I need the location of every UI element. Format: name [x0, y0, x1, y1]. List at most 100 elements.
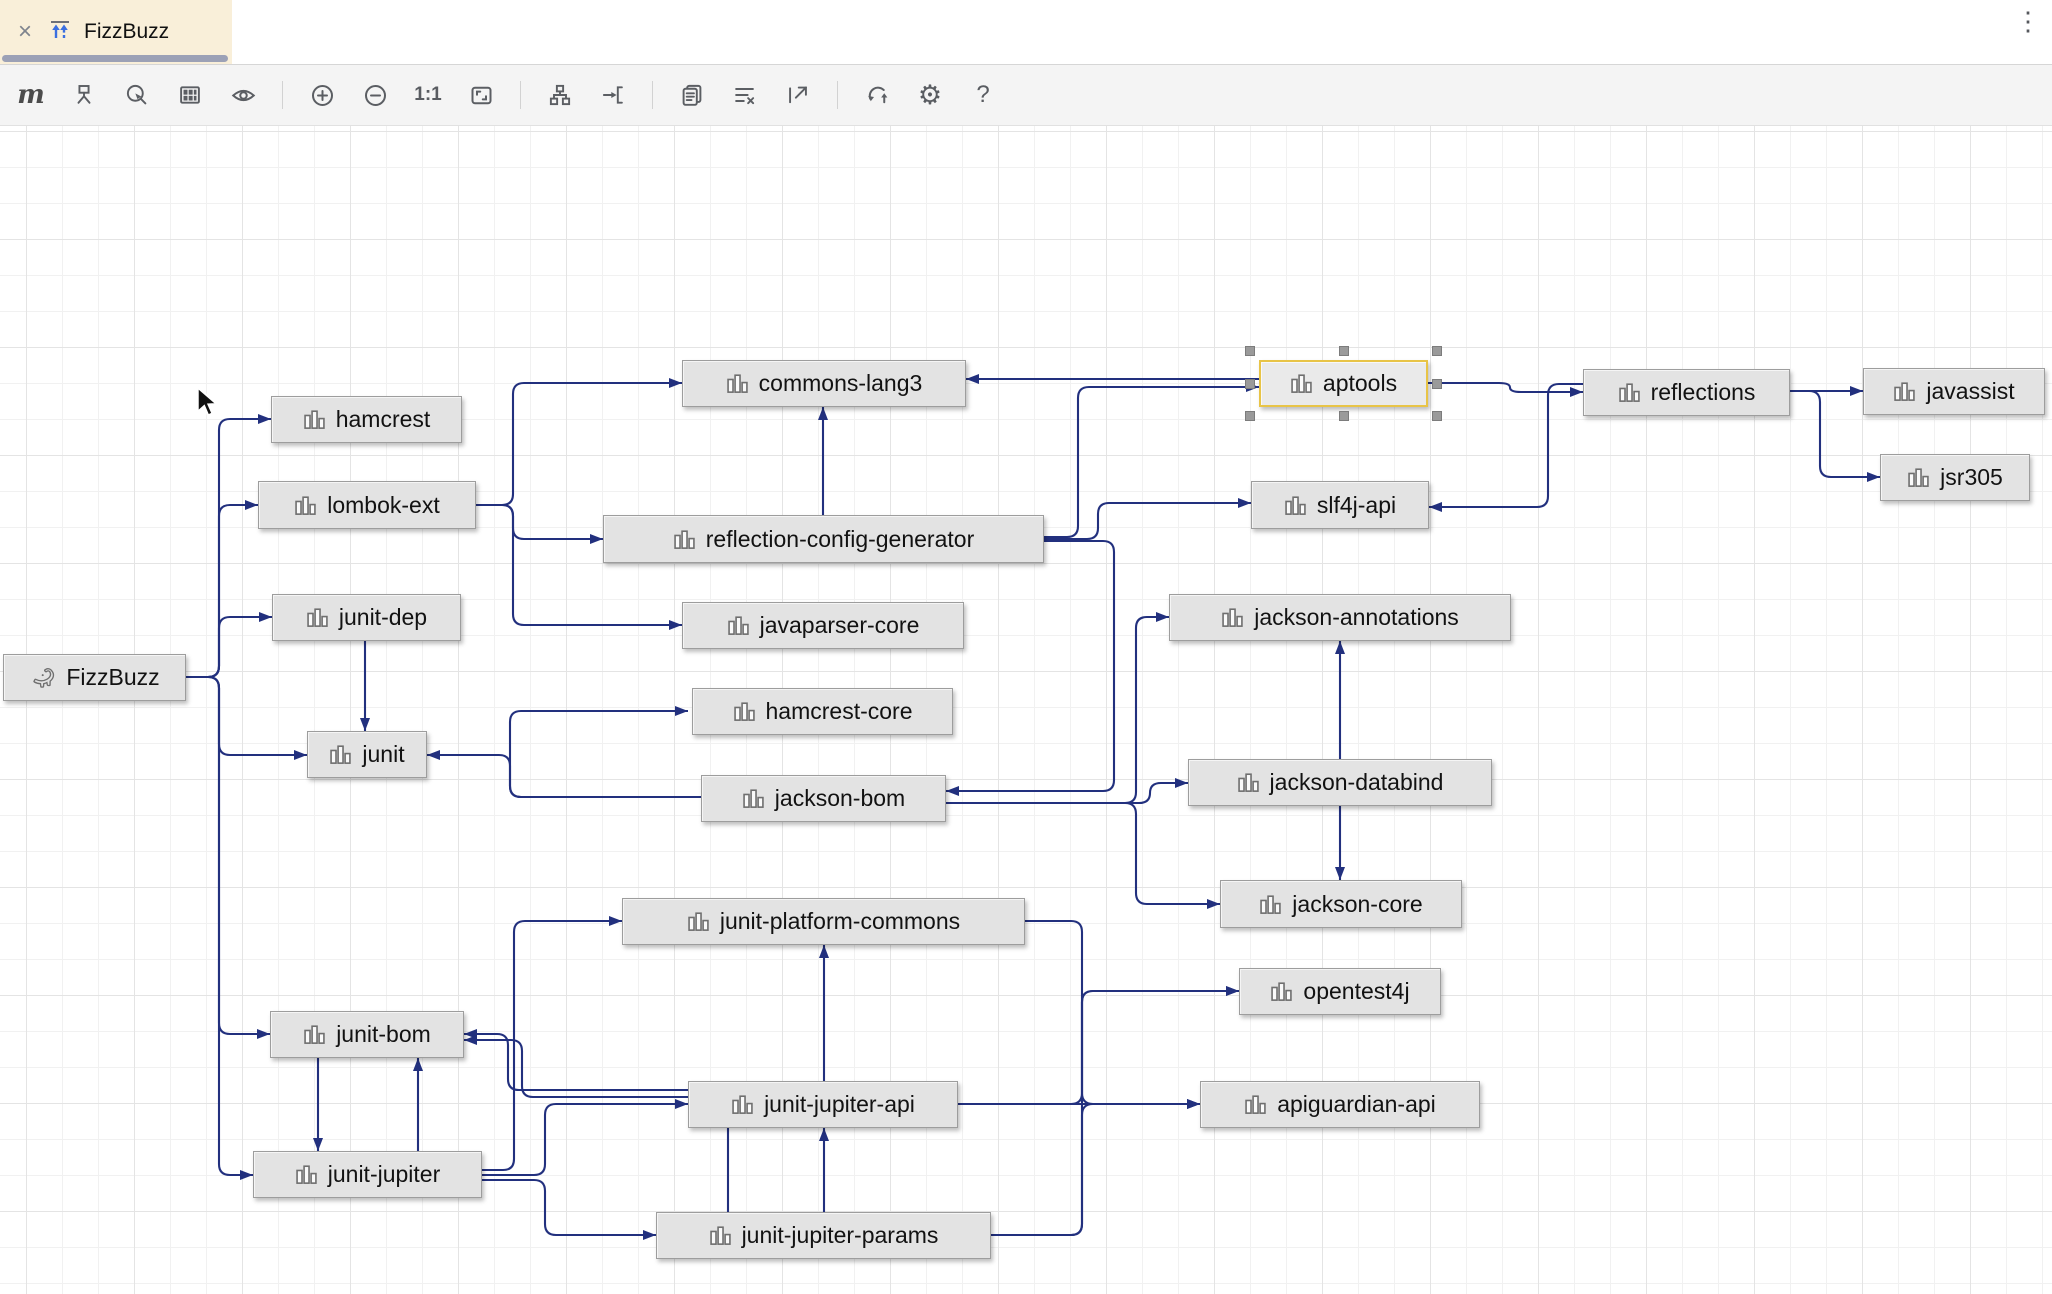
diagram-node-reflections[interactable]: reflections: [1583, 369, 1790, 416]
maven-button[interactable]: m: [10, 74, 52, 116]
arrowhead-icon: [818, 407, 828, 420]
edge-junit-jupiter-junit-jupiter-params: [482, 1178, 656, 1240]
diagram-canvas[interactable]: [0, 126, 2052, 1294]
edge-junit-jupiter-junit-platform-commons: [482, 916, 622, 1172]
show-structure-button[interactable]: [63, 74, 105, 116]
copy-diagram-button[interactable]: [671, 74, 713, 116]
node-label: commons-lang3: [758, 370, 923, 396]
arrowhead-icon: [819, 1128, 829, 1141]
arrowhead-icon: [1335, 867, 1345, 880]
arrowhead-icon: [946, 786, 959, 796]
diagram-node-junit-platform-commons[interactable]: junit-platform-commons: [622, 898, 1025, 945]
diagram-node-jackson-databind[interactable]: jackson-databind: [1188, 759, 1492, 806]
node-label: apiguardian-api: [1277, 1091, 1436, 1117]
node-label: junit-jupiter-params: [741, 1222, 939, 1248]
apply-layout-button[interactable]: [539, 74, 581, 116]
actual-size-button[interactable]: 1:1: [407, 74, 449, 116]
preview-button[interactable]: [222, 74, 264, 116]
diagram-node-slf4j-api[interactable]: slf4j-api: [1251, 481, 1429, 529]
node-label: hamcrest-core: [765, 698, 913, 724]
edge-jackson-databind-jackson-core: [1335, 806, 1345, 880]
diagram-node-junit-jupiter-params[interactable]: junit-jupiter-params: [656, 1212, 991, 1259]
library-icon: [1284, 494, 1307, 517]
toolbar-separator: [652, 81, 653, 109]
diagram-node-reflection-config-generator[interactable]: reflection-config-generator: [603, 515, 1044, 563]
library-icon: [1907, 466, 1930, 489]
edge-jackson-bom-jackson-core: [946, 801, 1220, 909]
arrowhead-icon: [240, 1170, 253, 1180]
edge-junit-jupiter-params-apiguardian-api: [991, 1099, 1200, 1237]
maven-icon: m: [17, 80, 45, 110]
edge-junit-platform-commons-apiguardian-api: [1025, 919, 1200, 1109]
diagram-node-junit-jupiter-api[interactable]: junit-jupiter-api: [688, 1081, 958, 1128]
library-icon: [1244, 1093, 1267, 1116]
settings-button[interactable]: ⚙: [909, 74, 951, 116]
arrowhead-icon: [669, 378, 682, 388]
zoom-out-button[interactable]: [354, 74, 396, 116]
library-icon: [306, 606, 329, 629]
copy-diagram-icon: [680, 83, 704, 107]
edge-junit-jupiter-api-junit-bom: [464, 1029, 688, 1092]
diagram-node-commons-lang3[interactable]: commons-lang3: [682, 360, 966, 407]
selection-handle[interactable]: [1338, 411, 1349, 421]
selection-handle[interactable]: [1245, 378, 1255, 389]
tab-fizzbuzz[interactable]: × FizzBuzz: [0, 0, 232, 64]
edge-reflection-config-generator-slf4j-api: [1044, 498, 1251, 541]
selection-handle[interactable]: [1245, 411, 1255, 421]
selection-handle[interactable]: [1432, 411, 1442, 421]
route-edges-button[interactable]: [592, 74, 634, 116]
show-details-button[interactable]: [724, 74, 766, 116]
arrowhead-icon: [1175, 778, 1188, 788]
diagram-node-junit-bom[interactable]: junit-bom: [270, 1011, 464, 1058]
diagram-node-javassist[interactable]: javassist: [1863, 368, 2045, 415]
diagram-node-apiguardian-api[interactable]: apiguardian-api: [1200, 1081, 1480, 1128]
diagram-node-aptools[interactable]: aptools: [1259, 360, 1428, 407]
node-label: lombok-ext: [327, 491, 440, 518]
node-label: junit-bom: [336, 1021, 431, 1047]
show-grid-button[interactable]: [169, 74, 211, 116]
diagram-node-lombok-ext[interactable]: lombok-ext: [258, 481, 476, 529]
diagram-node-fizzbuzz[interactable]: FizzBuzz: [3, 654, 186, 701]
edge-reflections-jsr305: [1790, 389, 1880, 482]
diagram-node-jackson-bom[interactable]: jackson-bom: [701, 775, 946, 822]
selection-handle[interactable]: [1245, 346, 1255, 356]
zoom-in-icon: [310, 83, 335, 108]
fit-content-button[interactable]: [460, 74, 502, 116]
arrowhead-icon: [413, 1058, 423, 1071]
diagram-node-hamcrest[interactable]: hamcrest: [271, 396, 462, 443]
zoom-in-button[interactable]: [301, 74, 343, 116]
diagram-node-hamcrest-core[interactable]: hamcrest-core: [692, 688, 953, 735]
diagram-node-junit-jupiter[interactable]: junit-jupiter: [253, 1151, 482, 1198]
export-diagram-button[interactable]: [777, 74, 819, 116]
close-icon[interactable]: ×: [17, 18, 32, 45]
actual-size-icon: 1:1: [414, 84, 442, 105]
arrowhead-icon: [1238, 498, 1251, 508]
selection-handle[interactable]: [1338, 346, 1349, 356]
edge-junit-dep-junit: [360, 641, 370, 731]
diagram-node-jackson-annotations[interactable]: jackson-annotations: [1169, 594, 1511, 641]
edge-jackson-bom-jackson-databind: [946, 778, 1188, 805]
zoom-selection-button[interactable]: [116, 74, 158, 116]
arrowhead-icon: [669, 620, 682, 630]
selection-handle[interactable]: [1432, 378, 1442, 389]
help-button[interactable]: ?: [962, 74, 1004, 116]
node-label: junit-jupiter-api: [764, 1091, 915, 1117]
arrowhead-icon: [675, 706, 688, 716]
edge-junit-bom-junit-jupiter: [313, 1058, 323, 1151]
diagram-node-javaparser-core[interactable]: javaparser-core: [682, 602, 964, 649]
library-icon: [329, 743, 352, 766]
dependencies-diagram-icon: [47, 17, 73, 48]
selection-handle[interactable]: [1432, 346, 1442, 356]
diagram-node-junit-dep[interactable]: junit-dep: [272, 594, 461, 641]
diagram-node-jsr305[interactable]: jsr305: [1880, 454, 2030, 501]
diagram-node-opentest4j[interactable]: opentest4j: [1239, 968, 1441, 1015]
tab-options-kebab-icon[interactable]: ⋮: [2015, 6, 2041, 36]
apply-layout-icon: [548, 83, 572, 107]
library-icon: [742, 787, 765, 810]
refresh-button[interactable]: [856, 74, 898, 116]
tab-title: FizzBuzz: [84, 20, 170, 43]
diagram-node-junit[interactable]: junit: [307, 731, 427, 778]
diagram-node-jackson-core[interactable]: jackson-core: [1220, 880, 1462, 928]
arrowhead-icon: [1429, 502, 1442, 512]
edge-aptools-commons-lang3: [966, 374, 1259, 384]
